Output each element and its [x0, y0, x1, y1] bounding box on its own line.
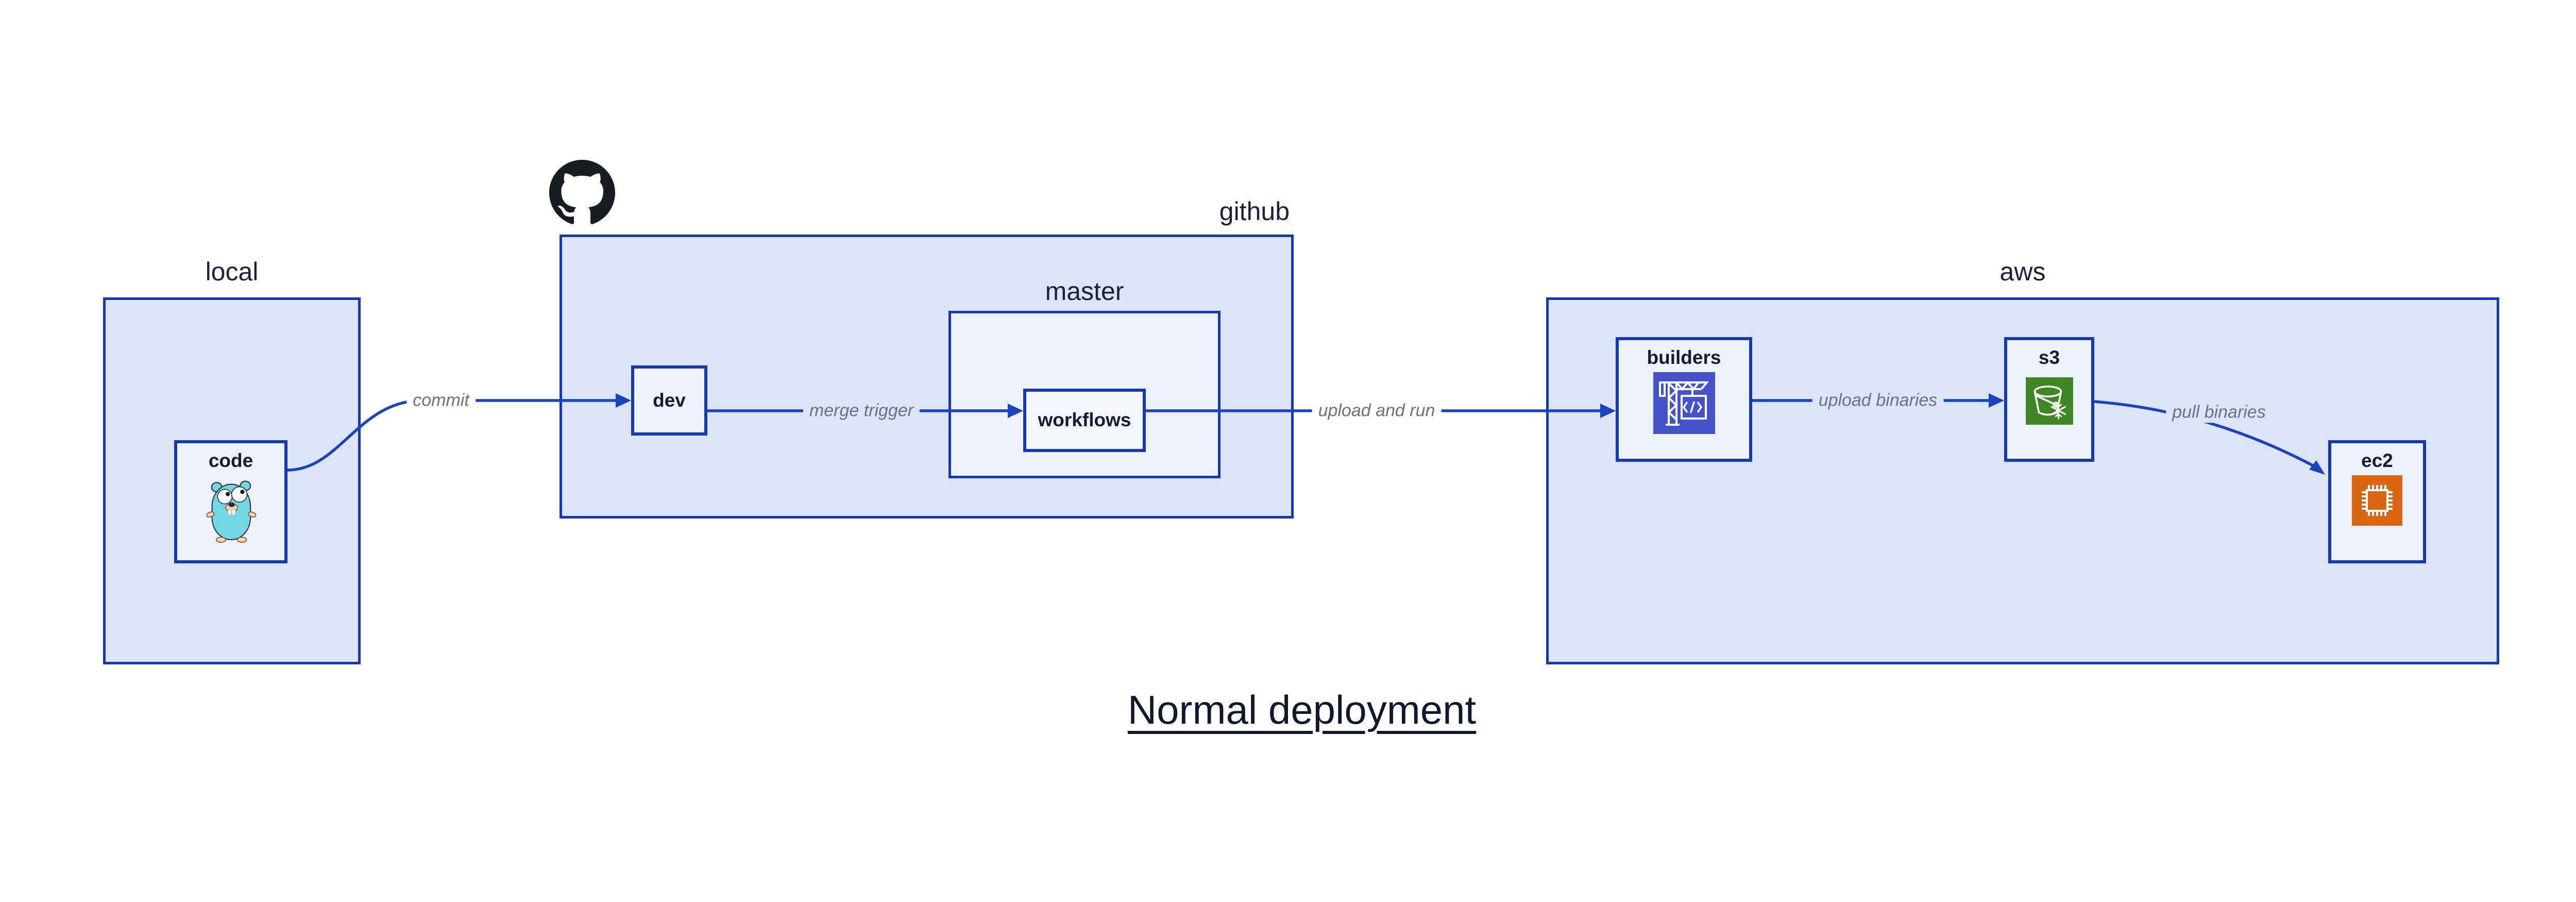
edge-commit-arrowhead [616, 393, 631, 408]
edge-upload-binaries-arrowhead [1989, 393, 2004, 408]
node-ec2: ec2 [2328, 440, 2426, 563]
edge-label-commit: commit [406, 390, 476, 411]
edge-upload-and-run-arrowhead [1600, 404, 1616, 418]
node-ec2-label: ec2 [2361, 450, 2393, 471]
group-label-master: master [1045, 277, 1124, 306]
edge-commit-path [287, 399, 617, 472]
edge-label-merge-trigger: merge trigger [803, 400, 920, 422]
aws-codebuild-icon [1653, 372, 1715, 434]
node-dev-label: dev [653, 389, 686, 411]
diagram-title: Normal deployment [1127, 687, 1477, 732]
node-code: code [174, 440, 287, 563]
edge-label-pull-binaries: pull binaries [2166, 402, 2272, 423]
aws-s3-glacier-bucket-icon [2025, 377, 2073, 425]
node-builders: builders [1616, 337, 1752, 462]
node-dev: dev [631, 365, 707, 436]
node-workflows-label: workflows [1038, 409, 1131, 431]
node-s3-label: s3 [2038, 347, 2060, 368]
group-label-github: github [1219, 197, 1290, 226]
edge-label-upload-and-run: upload and run [1312, 400, 1442, 422]
group-label-local: local [205, 257, 259, 286]
edge-merge-trigger-arrowhead [1008, 404, 1023, 418]
node-s3: s3 [2004, 337, 2094, 462]
aws-ec2-chip-icon [2352, 475, 2402, 526]
edge-pull-binaries-arrowhead [2309, 460, 2325, 475]
go-gopher-icon [206, 480, 257, 543]
node-code-label: code [208, 450, 253, 471]
github-octocat-icon [549, 160, 615, 224]
group-label-aws: aws [1999, 257, 2046, 286]
node-builders-label: builders [1647, 347, 1721, 368]
node-workflows: workflows [1023, 389, 1146, 452]
edge-label-upload-binaries: upload binaries [1812, 390, 1944, 411]
